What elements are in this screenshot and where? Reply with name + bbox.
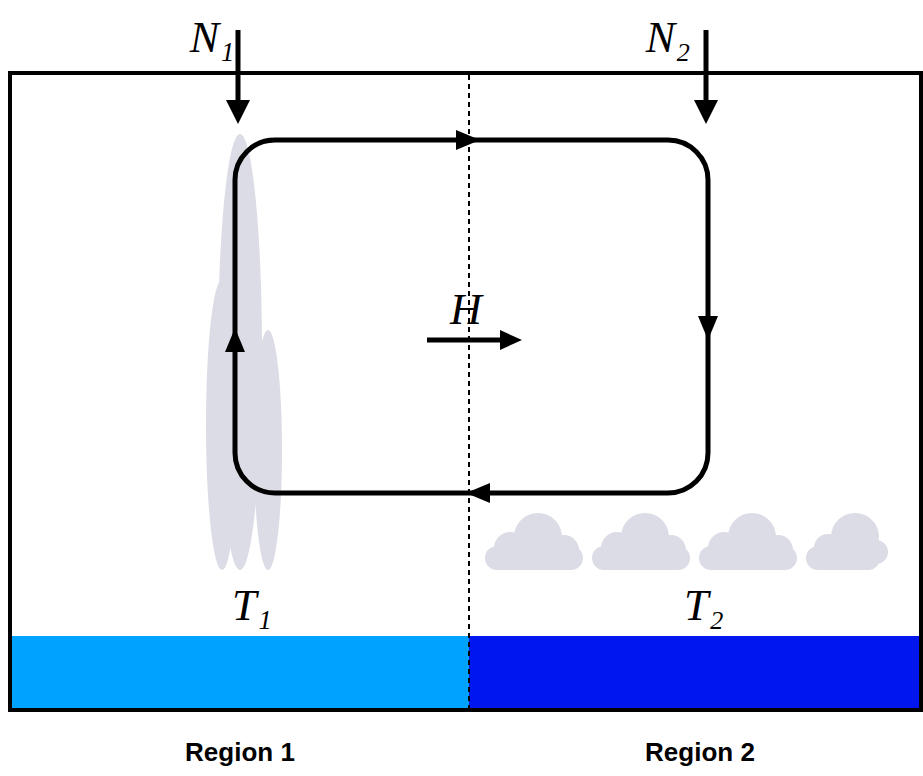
- region-divider: [468, 75, 470, 708]
- circulation-arrowheads: [225, 130, 718, 503]
- ocean-cold: [469, 636, 921, 709]
- stratocumulus-clouds: [485, 513, 888, 570]
- flux-symbol: N₁: [190, 16, 235, 60]
- ocean-warm: [10, 636, 469, 709]
- circulation-loop: [235, 140, 708, 493]
- radiation-arrow-2: [694, 30, 718, 124]
- temperature-symbol: T₂: [684, 584, 724, 628]
- temperature-symbol: T₁: [232, 584, 272, 628]
- deep-convection-cloud: [206, 134, 282, 570]
- flux-symbol: N₂: [646, 16, 691, 60]
- transport-symbol: H: [450, 288, 482, 332]
- region-label: Region 2: [645, 739, 755, 765]
- domain-box: [10, 73, 921, 710]
- region-label: Region 1: [185, 739, 295, 765]
- heat-transport-arrow: [427, 330, 522, 350]
